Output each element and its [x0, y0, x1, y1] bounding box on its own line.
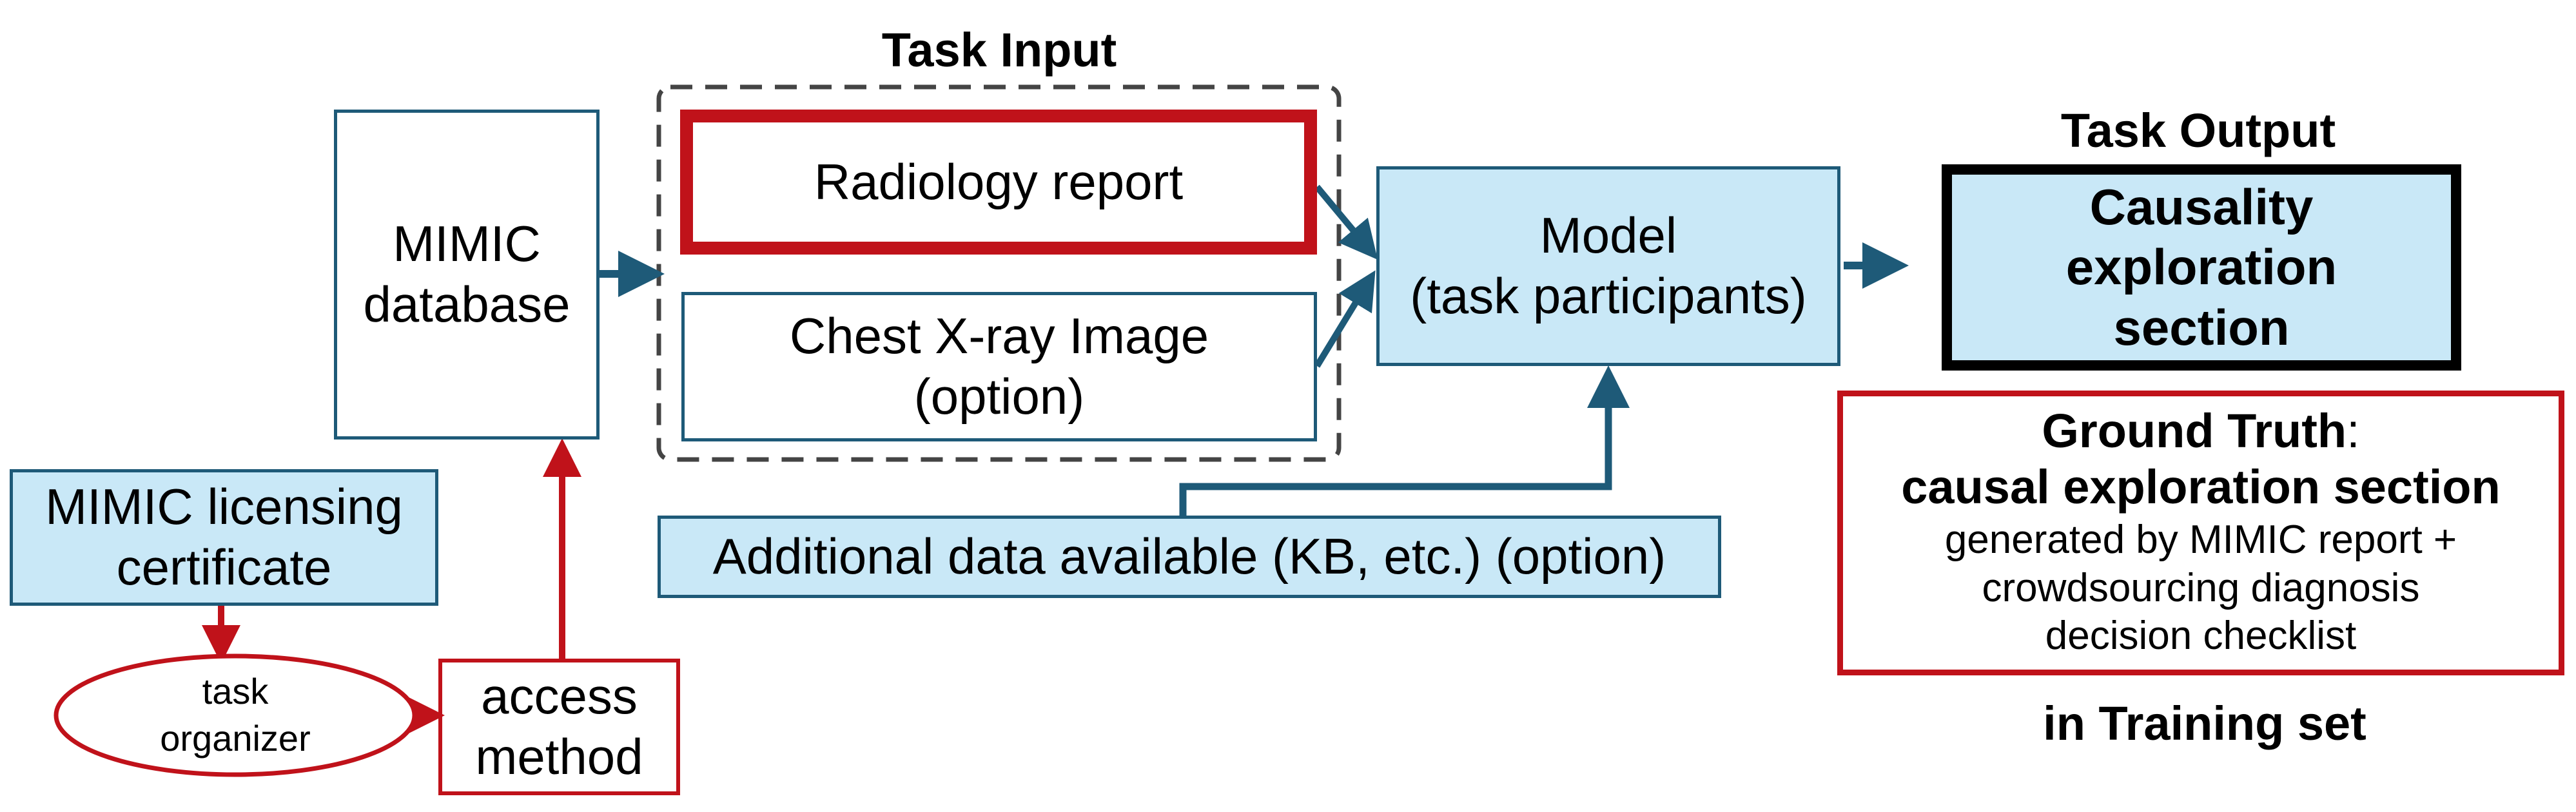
- ground-truth-colon: :: [2347, 404, 2360, 458]
- task-organizer-line1: task: [202, 671, 269, 712]
- licensing-certificate-box: MIMIC licensing certificate: [10, 469, 438, 606]
- ground-truth-heading-text: Ground Truth: [2042, 404, 2347, 458]
- radiology-report-box: Radiology report: [680, 110, 1317, 255]
- mimic-database-line1: MIMIC: [393, 215, 541, 273]
- causality-line2: exploration: [2065, 238, 2337, 296]
- model-box: Model (task participants): [1376, 166, 1840, 366]
- training-set-note: in Training set: [1960, 696, 2450, 751]
- mimic-database-box: MIMIC database: [334, 110, 600, 440]
- task-input-title-text: Task Input: [881, 23, 1117, 77]
- causality-output-box: Causality exploration section: [1942, 164, 2461, 371]
- causality-line3: section: [2113, 298, 2290, 356]
- task-input-title: Task Input: [832, 23, 1167, 77]
- task-output-title-text: Task Output: [2060, 104, 2336, 157]
- task-organizer-ellipse: [54, 653, 417, 777]
- model-line1: Model: [1539, 207, 1677, 264]
- licensing-line2: certificate: [116, 539, 332, 595]
- ground-truth-line1: generated by MIMIC report +: [1944, 517, 2457, 563]
- ground-truth-line2: crowdsourcing diagnosis: [1982, 565, 2420, 610]
- additional-data-box: Additional data available (KB, etc.) (op…: [658, 516, 1721, 598]
- chest-xray-line1: Chest X-ray Image: [789, 307, 1209, 365]
- access-method-line1: access: [481, 668, 638, 725]
- causality-line1: Causality: [2089, 178, 2314, 235]
- ground-truth-heading: Ground Truth:: [2042, 403, 2359, 459]
- training-set-note-text: in Training set: [2043, 697, 2366, 750]
- radiology-report-label: Radiology report: [814, 153, 1184, 210]
- model-line2: (task participants): [1410, 267, 1807, 324]
- task-output-title: Task Output: [2018, 103, 2379, 158]
- arrow-additional-to-model: [1179, 365, 1630, 516]
- task-organizer-line2: organizer: [160, 718, 311, 759]
- arrow-xray-to-model: [1314, 270, 1376, 368]
- chest-xray-box: Chest X-ray Image (option): [681, 292, 1317, 441]
- arrow-report-to-model: [1314, 184, 1378, 260]
- licensing-line1: MIMIC licensing: [45, 478, 403, 536]
- ground-truth-box: Ground Truth: causal exploration section…: [1837, 391, 2564, 675]
- mimic-database-line2: database: [363, 276, 571, 333]
- ground-truth-line3: decision checklist: [2045, 613, 2357, 658]
- access-method-box: access method: [438, 659, 680, 795]
- ground-truth-subheading: causal exploration section: [1901, 460, 2501, 514]
- access-method-line2: method: [475, 728, 643, 785]
- additional-data-label: Additional data available (KB, etc.) (op…: [712, 528, 1666, 585]
- chest-xray-line2: (option): [913, 368, 1085, 425]
- task-organizer-label: task organizer: [58, 664, 413, 767]
